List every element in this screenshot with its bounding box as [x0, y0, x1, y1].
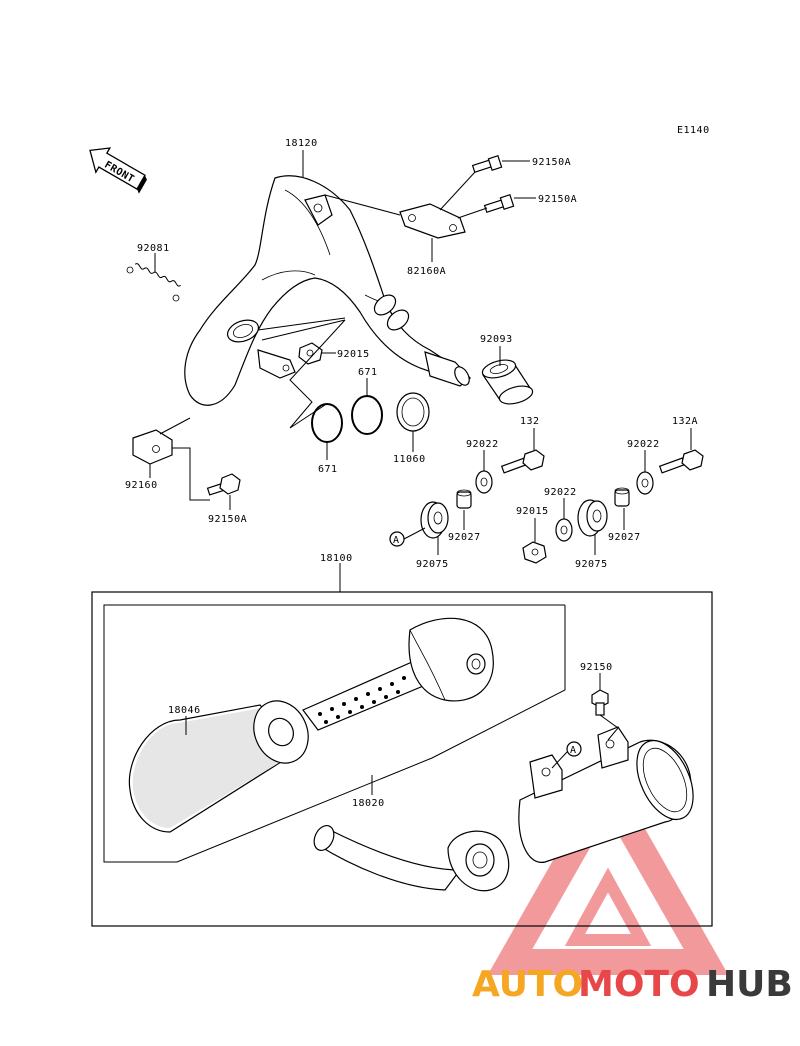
- callout-a-left: A: [389, 531, 405, 547]
- label-92022-2: 92022: [544, 487, 577, 498]
- label-92150A-3: 92150A: [208, 514, 247, 525]
- label-92022-3: 92022: [627, 439, 660, 450]
- diagram-code: E1140: [677, 125, 710, 136]
- label-92150A-1: 92150A: [532, 157, 571, 168]
- label-92150A-2: 92150A: [538, 194, 577, 205]
- gasket-11060: [396, 392, 430, 432]
- label-18100: 18100: [320, 553, 353, 564]
- bolt-92150A-upper: [471, 154, 503, 173]
- bolt-132: [500, 449, 545, 474]
- label-92093: 92093: [480, 334, 513, 345]
- rubber-92075-1: [420, 501, 449, 539]
- bolt-132A: [658, 449, 704, 474]
- label-92075-1: 92075: [416, 559, 449, 570]
- label-82160A: 82160A: [407, 266, 446, 277]
- collar-92027-1: [456, 489, 472, 509]
- washer-92022-3: [636, 471, 654, 495]
- label-18120: 18120: [285, 138, 318, 149]
- label-92081: 92081: [137, 243, 170, 254]
- silencer-body: [518, 726, 694, 863]
- label-92015-2: 92015: [516, 506, 549, 517]
- o-ring-671-top: [351, 395, 383, 435]
- bracket-82160A: [399, 203, 466, 239]
- label-671-top: 671: [358, 367, 378, 378]
- callout-a-right: A: [566, 741, 582, 757]
- label-92027-1: 92027: [448, 532, 481, 543]
- rubber-92075-2: [577, 499, 608, 537]
- tail-pipe: [313, 825, 510, 892]
- label-92075-2: 92075: [575, 559, 608, 570]
- packing-18046: [128, 700, 309, 833]
- watermark-auto: AUTO: [472, 964, 583, 1005]
- inner-core-18020: [302, 617, 494, 731]
- label-132A: 132A: [672, 416, 698, 427]
- watermark-text: AUTO MOTO HUB: [472, 964, 793, 1005]
- label-18020: 18020: [352, 798, 385, 809]
- silencer-assembly-frame: [91, 591, 713, 927]
- nut-92015-lower: [522, 541, 547, 564]
- collar-92027-2: [614, 487, 630, 507]
- watermark-hub: HUB: [706, 964, 793, 1005]
- watermark-moto: MOTO: [578, 964, 700, 1005]
- washer-92022-1: [475, 470, 493, 494]
- nut-92015-upper: [298, 342, 323, 365]
- bracket-92160: [132, 429, 173, 465]
- svg-text:A: A: [393, 535, 400, 546]
- bolt-92150A-middle: [483, 193, 515, 213]
- washer-92022-2: [555, 518, 573, 542]
- bolt-92150: [591, 689, 609, 716]
- label-92022-1: 92022: [466, 439, 499, 450]
- watermark-logo: [487, 763, 729, 975]
- front-arrow-icon: FRONT: [89, 147, 147, 194]
- expansion-chamber: [184, 175, 472, 406]
- spring-92081: [126, 263, 181, 302]
- label-132: 132: [520, 416, 540, 427]
- bolt-92150A-lower: [206, 473, 241, 496]
- label-92150: 92150: [580, 662, 613, 673]
- label-92160: 92160: [125, 480, 158, 491]
- label-671-bottom: 671: [318, 464, 338, 475]
- silencer-core-frame: [103, 604, 566, 863]
- svg-text:A: A: [570, 745, 577, 756]
- label-92027-2: 92027: [608, 532, 641, 543]
- label-18046: 18046: [168, 705, 201, 716]
- label-11060: 11060: [393, 454, 426, 465]
- o-ring-671-bottom: [311, 403, 343, 443]
- label-92015-1: 92015: [337, 349, 370, 360]
- grommet-92093: [481, 359, 534, 405]
